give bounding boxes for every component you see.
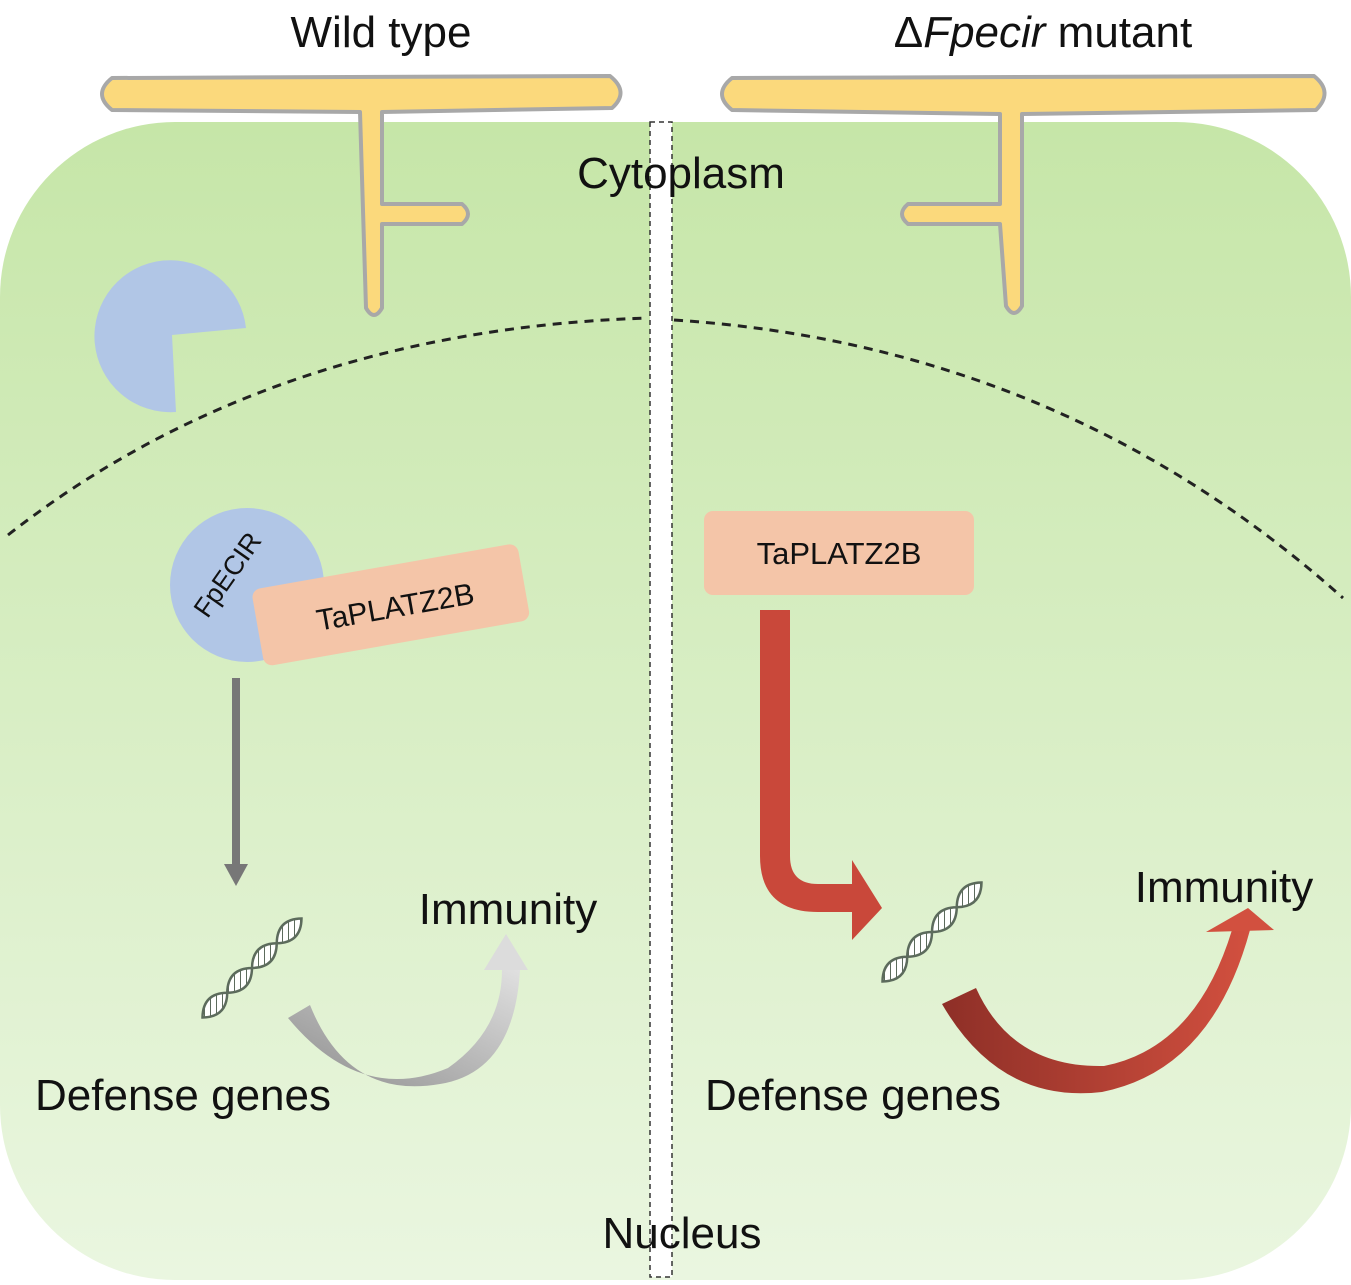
taplatz2b-box-left — [252, 544, 530, 666]
activation-arrow-icon — [760, 610, 882, 940]
mutant-title-suffix: mutant — [1045, 8, 1192, 57]
taplatz2b-box-right — [704, 511, 974, 595]
dna-left-icon — [201, 917, 303, 1019]
mutant-title-delta: Δ — [894, 8, 923, 57]
defense-genes-label-left: Defense genes — [35, 1071, 331, 1120]
inhibited-arrow-icon — [224, 678, 248, 886]
nuclear-envelope-left — [7, 316, 649, 537]
nucleus-label: Nucleus — [603, 1209, 762, 1258]
panel-divider — [649, 121, 673, 1278]
fungal-hypha-left-icon — [100, 74, 623, 317]
taplatz2b-label-right: TaPLATZ2B — [757, 536, 922, 571]
strong-immunity-arrow-icon — [942, 908, 1274, 1094]
dna-right-icon — [881, 881, 983, 983]
weak-immunity-arrow-icon — [288, 934, 528, 1087]
nuclear-envelope-right — [673, 318, 1344, 600]
fungal-hypha-right-icon — [720, 74, 1327, 315]
defense-genes-label-right: Defense genes — [705, 1071, 1001, 1120]
effector-cytoplasm-icon — [94, 260, 247, 413]
immunity-label-right: Immunity — [1135, 863, 1313, 912]
mutant-title-gene: Fpecir — [923, 8, 1048, 57]
plant-cell — [0, 122, 1351, 1280]
wild-type-title: Wild type — [291, 8, 472, 57]
immunity-label-left: Immunity — [419, 885, 597, 934]
mutant-title: ΔFpecir mutant — [894, 8, 1192, 57]
cytoplasm-label: Cytoplasm — [577, 149, 785, 198]
